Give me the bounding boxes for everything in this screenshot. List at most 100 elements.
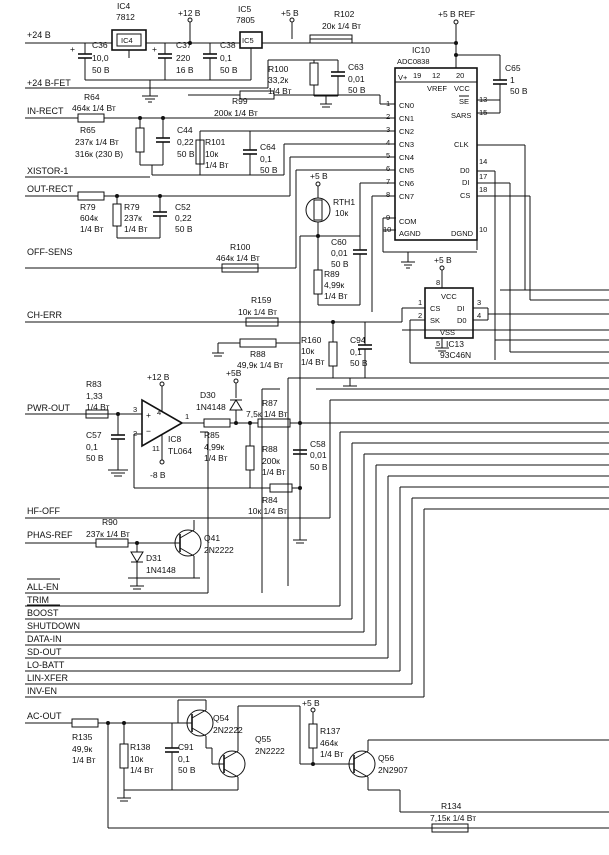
- plus5v-label: +5 В: [281, 8, 299, 18]
- svg-text:49,9к: 49,9к: [72, 744, 93, 754]
- svg-text:0,22: 0,22: [175, 213, 192, 223]
- svg-text:1/4 Вт: 1/4 Вт: [72, 755, 96, 765]
- svg-text:50 В: 50 В: [177, 149, 195, 159]
- svg-text:50 В: 50 В: [178, 765, 196, 775]
- c44-ref: C44: [177, 125, 193, 135]
- ic4-ref: IC4: [117, 1, 131, 11]
- c60-ref: C60: [331, 237, 347, 247]
- svg-text:1: 1: [510, 75, 515, 85]
- svg-text:1/4 Вт: 1/4 Вт: [124, 224, 148, 234]
- q41-ref: Q41: [204, 533, 220, 543]
- svg-text:SK: SK: [430, 316, 440, 325]
- net-label-inv-en: INV-EN: [27, 686, 57, 696]
- svg-text:AGND: AGND: [399, 229, 421, 238]
- d31-diode: [130, 551, 144, 563]
- svg-text:10к 1/4 Вт: 10к 1/4 Вт: [238, 307, 277, 317]
- svg-text:237к 1/4 Вт: 237к 1/4 Вт: [86, 529, 130, 539]
- adc-input-network: IN-RECT R64 464к 1/4 Вт R65 237к 1/4 Вт …: [25, 92, 402, 540]
- svg-text:7,15к 1/4 Вт: 7,15к 1/4 Вт: [430, 813, 476, 823]
- r88b-ref: R88: [262, 444, 278, 454]
- svg-text:COM: COM: [399, 217, 417, 226]
- r65-ref: R65: [80, 125, 96, 135]
- svg-text:DI: DI: [462, 178, 470, 187]
- svg-text:8: 8: [386, 190, 390, 199]
- svg-text:1N4148: 1N4148: [146, 565, 176, 575]
- svg-text:17: 17: [479, 172, 487, 181]
- svg-text:1/4 Вт: 1/4 Вт: [262, 467, 286, 477]
- svg-text:5: 5: [386, 151, 390, 160]
- ic10-ref: IC10: [412, 45, 430, 55]
- svg-text:5: 5: [436, 339, 440, 348]
- r134-ref: R134: [441, 801, 462, 811]
- q54-ref: Q54: [213, 713, 229, 723]
- ic5-value: 7805: [236, 15, 255, 25]
- svg-text:1: 1: [386, 99, 390, 108]
- c63-ref: C63: [348, 62, 364, 72]
- svg-text:50 В: 50 В: [350, 358, 368, 368]
- r100b-ref: R100: [230, 242, 251, 252]
- r88a-ref: R88: [250, 349, 266, 359]
- svg-text:2N2222: 2N2222: [255, 746, 285, 756]
- c57-ref: C57: [86, 430, 102, 440]
- svg-text:316к (230 В): 316к (230 В): [75, 149, 123, 159]
- svg-text:0,01: 0,01: [310, 450, 327, 460]
- r64-ref: R64: [84, 92, 100, 102]
- rth1-thermistor: [313, 199, 323, 221]
- svg-text:0,1: 0,1: [178, 754, 190, 764]
- svg-text:6: 6: [386, 164, 390, 173]
- c37-ref: C37: [176, 40, 192, 50]
- ic8-ref: IC8: [168, 434, 182, 444]
- r137-ref: R137: [320, 726, 341, 736]
- svg-text:50 В: 50 В: [86, 453, 104, 463]
- svg-text:1/4 Вт: 1/4 Вт: [204, 453, 228, 463]
- svg-text:CS: CS: [460, 191, 470, 200]
- svg-text:11: 11: [152, 444, 160, 453]
- adc0838-ic10: IC10 ADC0838 V+ VREF VCC 19 12 20 CN0 CN…: [379, 45, 525, 360]
- r79b-ref: R79: [124, 202, 140, 212]
- svg-text:SE: SE: [459, 97, 469, 106]
- r138-ref: R138: [130, 742, 151, 752]
- svg-text:2N2907: 2N2907: [378, 765, 408, 775]
- net-label-sd-out: SD-OUT: [27, 647, 62, 657]
- svg-text:VSS: VSS: [440, 328, 455, 337]
- svg-text:1: 1: [185, 412, 189, 421]
- svg-text:18: 18: [479, 185, 487, 194]
- svg-text:237к 1/4 Вт: 237к 1/4 Вт: [75, 137, 119, 147]
- control-bus: ALL-EN TRIM BOOST SHUTDOWN DATA-IN SD-OU…: [25, 145, 609, 698]
- svg-text:10к 1/4 Вт: 10к 1/4 Вт: [248, 506, 287, 516]
- svg-text:1/4 Вт: 1/4 Вт: [130, 765, 154, 775]
- svg-text:237к: 237к: [124, 213, 142, 223]
- ic4-value: 7812: [116, 12, 135, 22]
- net-label-xistor1: XISTOR-1: [27, 166, 68, 176]
- ac-out-section: AC-OUT R135 49,9к 1/4 Вт R138 10к 1/4 Вт…: [25, 698, 609, 833]
- net-label-boost: BOOST: [27, 608, 59, 618]
- d30-ref: D30: [200, 390, 216, 400]
- r135-ref: R135: [72, 732, 93, 742]
- svg-text:4: 4: [386, 138, 390, 147]
- svg-text:CN5: CN5: [399, 166, 414, 175]
- plus12v-opamp-label: +12 В: [147, 372, 170, 382]
- net-label-lo-batt: LO-BATT: [27, 660, 65, 670]
- svg-text:464к 1/4 Вт: 464к 1/4 Вт: [72, 103, 116, 113]
- svg-text:D0: D0: [457, 316, 467, 325]
- svg-text:CN0: CN0: [399, 101, 414, 110]
- svg-text:4: 4: [477, 311, 481, 320]
- svg-text:+: +: [152, 44, 157, 54]
- svg-text:50 В: 50 В: [348, 85, 366, 95]
- svg-text:CN7: CN7: [399, 192, 414, 201]
- power-supply-section: +24 В IC4 IC4 7812 + C36 10,0 50 В + C37…: [25, 1, 528, 118]
- net-label-data-in: DATA-IN: [27, 634, 62, 644]
- r84-ref: R84: [262, 495, 278, 505]
- svg-text:20к 1/4 Вт: 20к 1/4 Вт: [322, 21, 361, 31]
- svg-text:7,5к 1/4 Вт: 7,5к 1/4 Вт: [246, 409, 287, 419]
- svg-text:10,0: 10,0: [92, 53, 109, 63]
- net-label-24v-fet: +24 В-FET: [27, 78, 71, 88]
- net-label-phas-ref: PHAS-REF: [27, 530, 73, 540]
- net-label-ac-out: AC-OUT: [27, 711, 62, 721]
- plus5v-rth-label: +5 В: [310, 171, 328, 181]
- svg-text:14: 14: [479, 157, 487, 166]
- r79a-ref: R79: [80, 202, 96, 212]
- c94-ref: C94: [350, 335, 366, 345]
- svg-text:SARS: SARS: [451, 111, 471, 120]
- svg-text:0,1: 0,1: [350, 347, 362, 357]
